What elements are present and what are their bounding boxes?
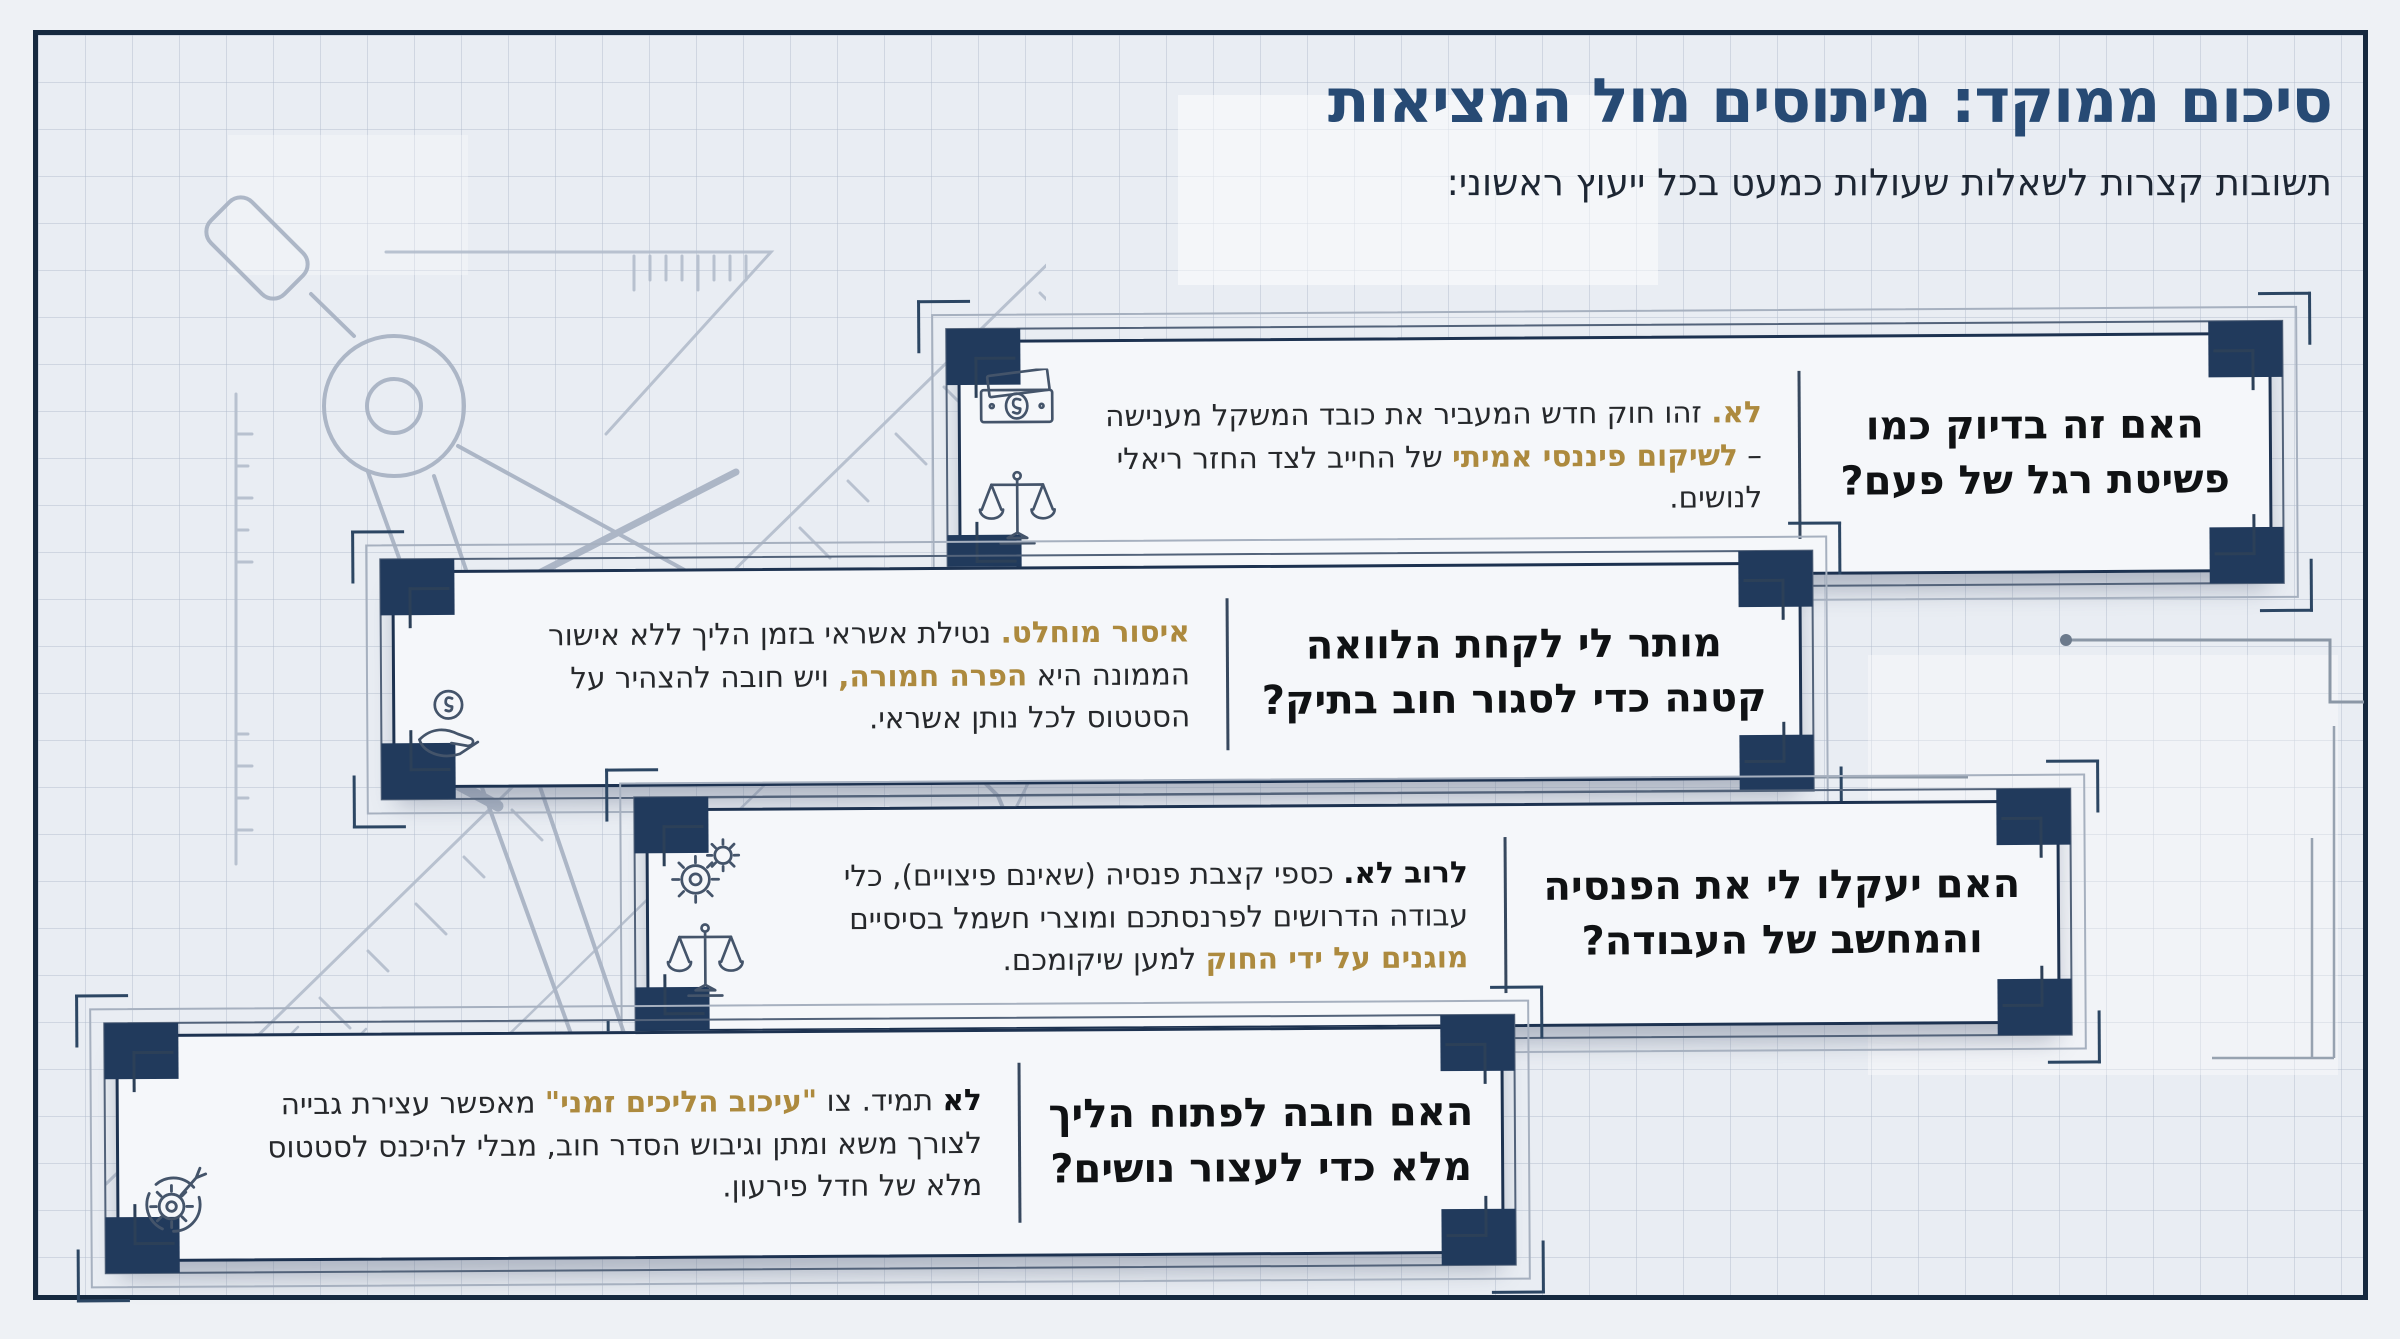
answer-text: לא. זהו חוק חדש המעביר את כובד המשקל מענ… [1105, 395, 1763, 515]
grid-highlight [1178, 95, 1658, 285]
inner-bracket [1743, 578, 1785, 621]
answer-text: איסור מוחלט. נטילת אשראי בזמן הליך ללא א… [547, 614, 1191, 736]
inner-bracket [2002, 965, 2044, 1008]
question-text: האם זה בדיוק כמו פשיטת רגל של פעם? [1840, 401, 2230, 505]
inner-bracket [2213, 349, 2255, 391]
answer-text: לרוב לא. כספי קצבת פנסיה (שאינם פיצויים)… [843, 855, 1469, 978]
inner-bracket [1744, 721, 1786, 764]
inner-bracket [1446, 1195, 1488, 1238]
inner-bracket [408, 586, 450, 629]
page-title: סיכום ממוקד: מיתוסים מול המציאות [1327, 66, 2333, 137]
grid-highlight [228, 135, 468, 275]
question-text: האם יעקלו לי את הפנסיה והמחשב של העבודה? [1543, 860, 2021, 965]
qa-card-loan-question: מותר לי לקחת הלוואה קטנה כדי לסגור חוב ב… [351, 521, 1843, 829]
answer-text: לא תמיד. צו "עיכוב הליכים זמני" מאפשר עצ… [267, 1083, 983, 1204]
inner-bracket [133, 1203, 175, 1246]
inner-bracket [2214, 514, 2256, 556]
question-text: מותר לי לקחת הלוואה קטנה כדי לסגור חוב ב… [1261, 619, 1767, 724]
inner-bracket [662, 824, 704, 867]
inner-bracket [975, 521, 1017, 563]
inner-bracket [409, 729, 451, 772]
inner-bracket [663, 973, 705, 1016]
qa-card-full-proceeding-question: האם חובה לפתוח הליך מלא כדי לעצור נושים?… [75, 985, 1545, 1303]
inner-bracket [1445, 1042, 1487, 1085]
page-subtitle: תשובות קצרות לשאלות שעולות כמעט בכל ייעו… [1446, 161, 2332, 204]
question-text: האם חובה לפתוח הליך מלא כדי לעצור נושים? [1048, 1088, 1474, 1193]
inner-bracket [132, 1050, 174, 1093]
qa-card-bankruptcy-myth: האם זה בדיוק כמו פשיטת רגל של פעם? לא. ז… [917, 291, 2313, 621]
header: סיכום ממוקד: מיתוסים מול המציאות תשובות … [1327, 66, 2333, 204]
inner-bracket [2001, 816, 2043, 859]
inner-bracket [974, 356, 1016, 398]
qa-card-pension-question: האם יעקלו לי את הפנסיה והמחשב של העבודה?… [605, 759, 2101, 1073]
